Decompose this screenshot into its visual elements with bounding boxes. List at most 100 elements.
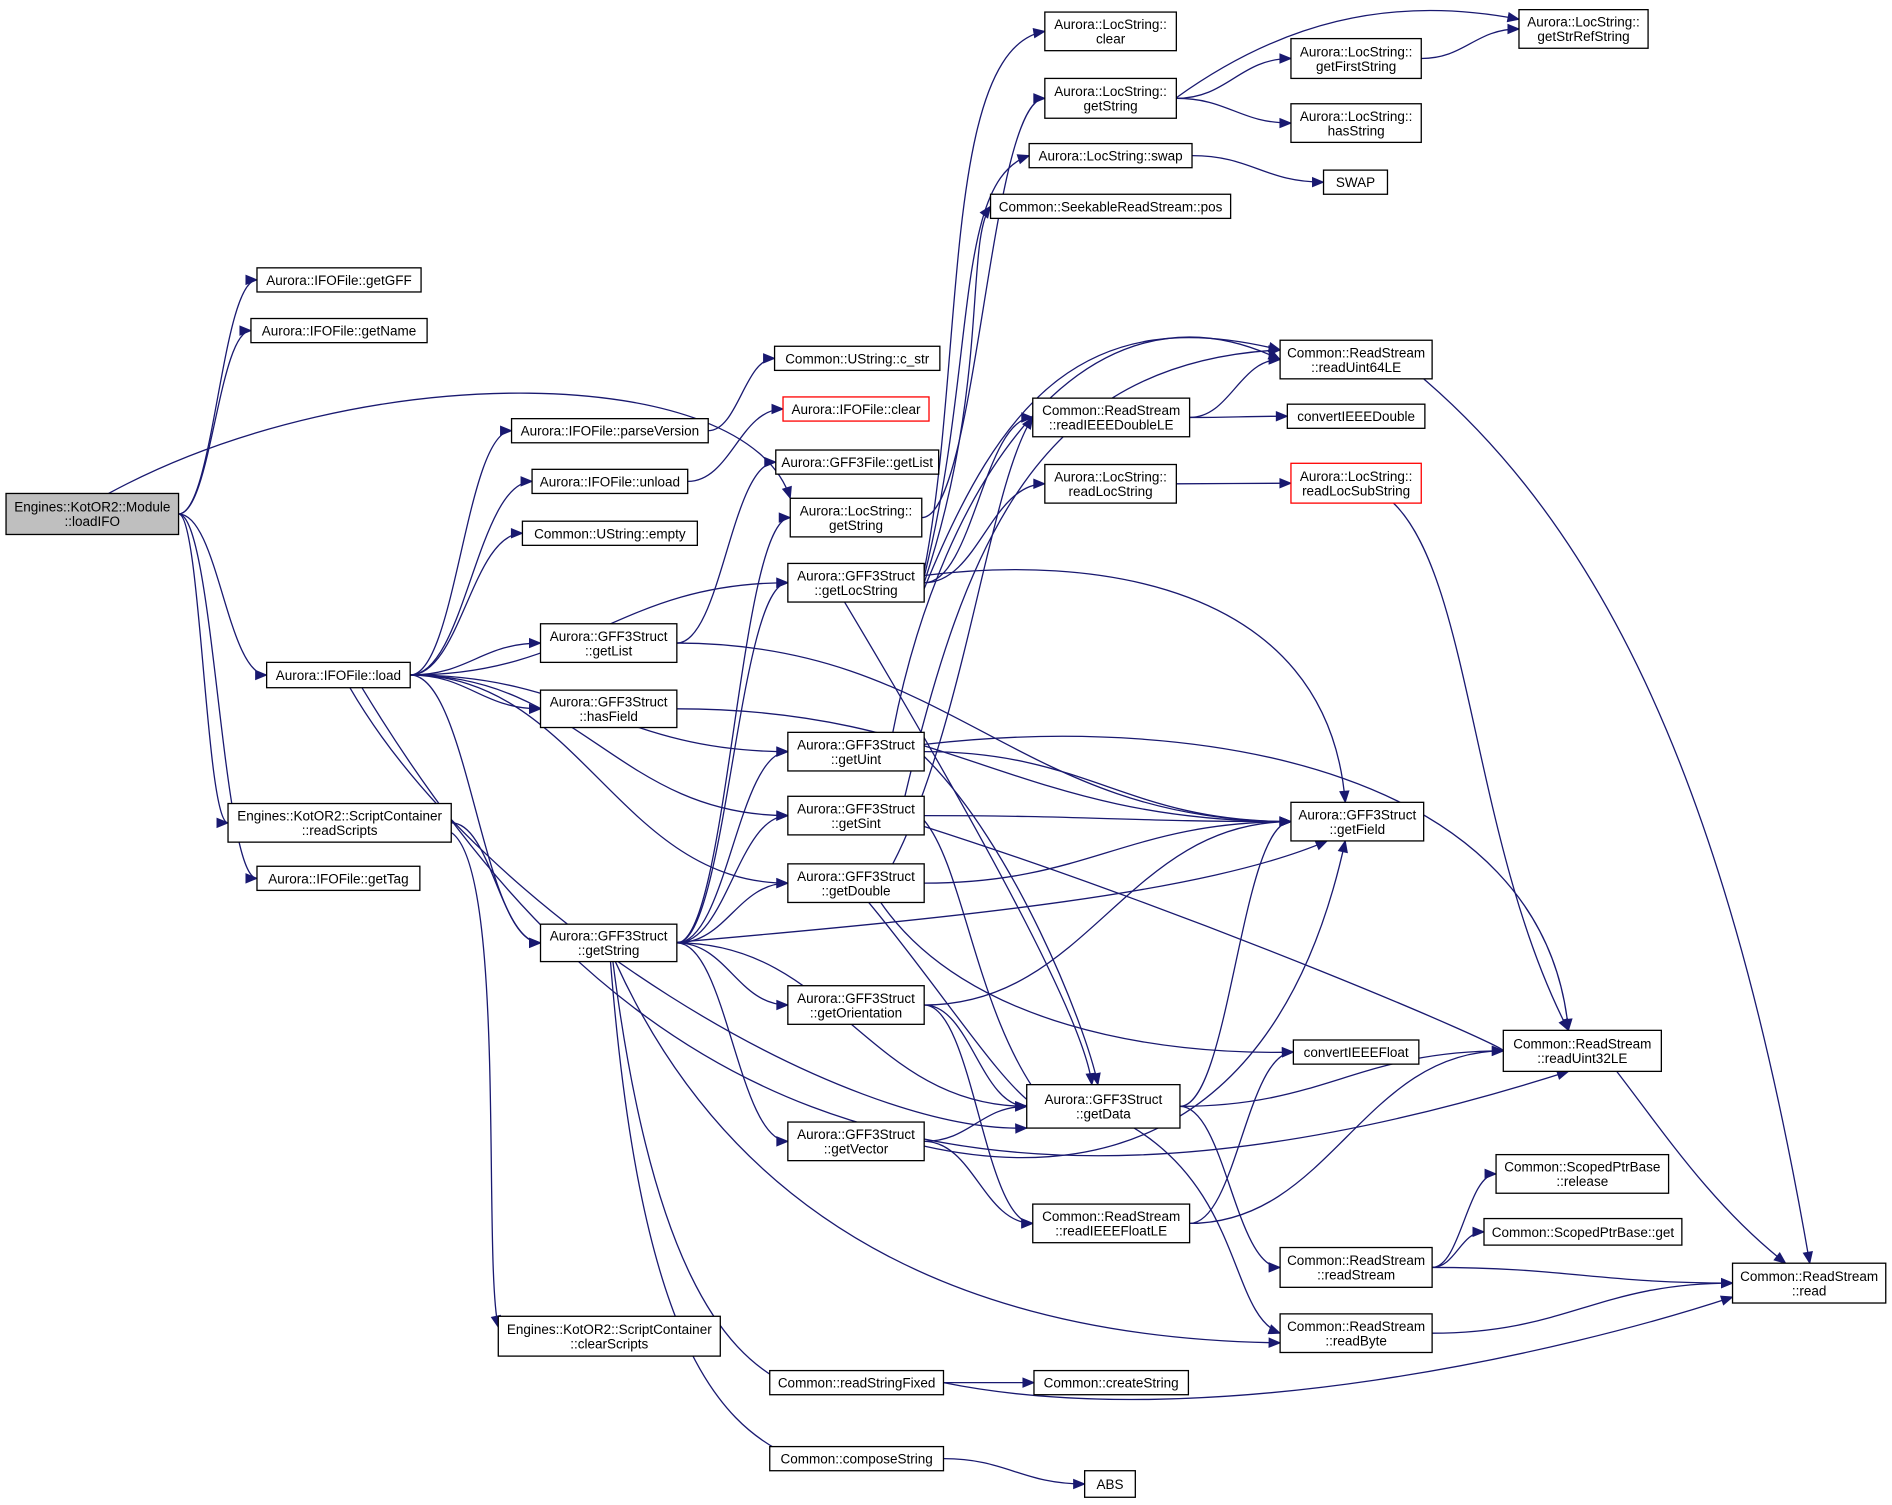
node-read-ieeedouble-le[interactable]: Common::ReadStream::readIEEEDoubleLE bbox=[1032, 397, 1191, 438]
node-box[interactable] bbox=[497, 1315, 721, 1357]
node-gs-get-data[interactable]: Aurora::GFF3Struct::getData bbox=[1026, 1083, 1181, 1129]
node-box[interactable] bbox=[787, 863, 925, 904]
node-ls-get-string-top[interactable]: Aurora::LocString::getString bbox=[1044, 77, 1177, 119]
node-has-string[interactable]: Aurora::LocString::hasString bbox=[1290, 103, 1422, 144]
node-ustr-empty[interactable]: Common::UString::empty bbox=[521, 520, 699, 546]
node-box[interactable] bbox=[5, 492, 180, 536]
node-box[interactable] bbox=[1032, 1203, 1191, 1244]
node-box[interactable] bbox=[1290, 801, 1425, 842]
node-ls-clear[interactable]: Aurora::LocString::clear bbox=[1044, 11, 1177, 52]
node-box[interactable] bbox=[1032, 397, 1191, 438]
node-gs-get-sint[interactable]: Aurora::GFF3Struct::getSint bbox=[787, 795, 925, 836]
node-load[interactable]: Aurora::IFOFile::load bbox=[265, 661, 411, 689]
node-read-ieeefloat-le[interactable]: Common::ReadStream::readIEEEFloatLE bbox=[1032, 1203, 1191, 1244]
node-gs-get-loc-string[interactable]: Aurora::GFF3Struct::getLocString bbox=[787, 562, 925, 603]
node-box[interactable] bbox=[539, 689, 678, 729]
node-sp-get[interactable]: Common::ScopedPtrBase::get bbox=[1483, 1217, 1683, 1246]
node-read-stream[interactable]: Common::ReadStream::readStream bbox=[1279, 1246, 1433, 1288]
node-srs-pos[interactable]: Common::SeekableReadStream::pos bbox=[989, 193, 1232, 220]
node-box[interactable] bbox=[227, 802, 452, 843]
node-box[interactable] bbox=[1322, 169, 1389, 195]
node-gs-get-uint[interactable]: Aurora::GFF3Struct::getUint bbox=[787, 731, 925, 772]
node-box[interactable] bbox=[539, 923, 678, 963]
node-box[interactable] bbox=[1028, 142, 1193, 169]
node-box[interactable] bbox=[1033, 1369, 1190, 1396]
node-read-uint64-le[interactable]: Common::ReadStream::readUint64LE bbox=[1279, 339, 1433, 380]
node-read-loc-sub-string[interactable]: Aurora::LocString::readLocSubString bbox=[1290, 462, 1422, 504]
node-box[interactable] bbox=[1292, 1039, 1420, 1065]
node-unload[interactable]: Aurora::IFOFile::unload bbox=[531, 468, 689, 495]
node-read-uint32-le[interactable]: Common::ReadStream::readUint32LE bbox=[1502, 1029, 1663, 1073]
node-box[interactable] bbox=[1083, 1470, 1136, 1498]
node-box[interactable] bbox=[1286, 403, 1426, 429]
node-box[interactable] bbox=[782, 396, 930, 422]
node-get-name[interactable]: Aurora::IFOFile::getName bbox=[250, 317, 428, 344]
node-get-gff[interactable]: Aurora::IFOFile::getGFF bbox=[256, 267, 422, 293]
node-box[interactable] bbox=[510, 418, 709, 444]
node-ifo-clear[interactable]: Aurora::IFOFile::clear bbox=[782, 396, 930, 422]
node-gs-get-orientation[interactable]: Aurora::GFF3Struct::getOrientation bbox=[787, 985, 925, 1025]
node-box[interactable] bbox=[1731, 1262, 1887, 1304]
node-box[interactable] bbox=[787, 731, 925, 772]
node-convert-ieeefloat[interactable]: convertIEEEFloat bbox=[1292, 1039, 1420, 1065]
node-box[interactable] bbox=[539, 623, 678, 664]
node-box[interactable] bbox=[775, 449, 940, 475]
node-swap-fn[interactable]: SWAP bbox=[1322, 169, 1389, 195]
node-abs[interactable]: ABS bbox=[1083, 1470, 1136, 1498]
node-box[interactable] bbox=[256, 267, 422, 293]
node-sp-release[interactable]: Common::ScopedPtrBase::release bbox=[1495, 1153, 1670, 1194]
node-box[interactable] bbox=[265, 661, 411, 689]
node-box[interactable] bbox=[1483, 1217, 1683, 1246]
node-box[interactable] bbox=[989, 193, 1232, 220]
node-box[interactable] bbox=[1290, 103, 1422, 144]
node-box[interactable] bbox=[1044, 463, 1177, 504]
node-box[interactable] bbox=[1495, 1153, 1670, 1194]
node-convert-ieeedouble[interactable]: convertIEEEDouble bbox=[1286, 403, 1426, 429]
node-get-str-ref-string[interactable]: Aurora::LocString::getStrRefString bbox=[1518, 9, 1649, 49]
node-create-string[interactable]: Common::createString bbox=[1033, 1369, 1190, 1396]
node-ls-read-loc-string[interactable]: Aurora::LocString::readLocString bbox=[1044, 463, 1177, 504]
node-box[interactable] bbox=[1290, 37, 1422, 80]
node-box[interactable] bbox=[1502, 1029, 1663, 1073]
node-box[interactable] bbox=[521, 520, 699, 546]
node-box[interactable] bbox=[256, 865, 421, 892]
node-box[interactable] bbox=[1290, 462, 1422, 504]
node-box[interactable] bbox=[1044, 11, 1177, 52]
node-box[interactable] bbox=[1044, 77, 1177, 119]
node-ls-get-string-mid[interactable]: Aurora::LocString::getString bbox=[789, 497, 923, 538]
node-cstr[interactable]: Common::UString::c_str bbox=[773, 345, 941, 372]
node-gs-get-vector[interactable]: Aurora::GFF3Struct::getVector bbox=[787, 1121, 925, 1162]
node-read-string-fixed[interactable]: Common::readStringFixed bbox=[769, 1369, 945, 1396]
node-box[interactable] bbox=[787, 795, 925, 836]
node-box[interactable] bbox=[1279, 1246, 1433, 1288]
node-box[interactable] bbox=[531, 468, 689, 495]
node-load-ifo[interactable]: Engines::KotOR2::Module::loadIFO bbox=[5, 492, 180, 536]
node-box[interactable] bbox=[787, 1121, 925, 1162]
node-gs-get-list[interactable]: Aurora::GFF3Struct::getList bbox=[539, 623, 678, 664]
node-parse-version[interactable]: Aurora::IFOFile::parseVersion bbox=[510, 418, 709, 444]
node-box[interactable] bbox=[789, 497, 923, 538]
node-read-scripts[interactable]: Engines::KotOR2::ScriptContainer::readSc… bbox=[227, 802, 452, 843]
node-box[interactable] bbox=[1279, 339, 1433, 380]
node-box[interactable] bbox=[1518, 9, 1649, 49]
node-gff-file-get-list[interactable]: Aurora::GFF3File::getList bbox=[775, 449, 940, 475]
node-box[interactable] bbox=[1026, 1083, 1181, 1129]
node-get-first-string[interactable]: Aurora::LocString::getFirstString bbox=[1290, 37, 1422, 80]
node-box[interactable] bbox=[773, 345, 941, 372]
node-box[interactable] bbox=[787, 562, 925, 603]
node-clear-scripts[interactable]: Engines::KotOR2::ScriptContainer::clearS… bbox=[497, 1315, 721, 1357]
node-box[interactable] bbox=[787, 985, 925, 1025]
node-gs-get-string[interactable]: Aurora::GFF3Struct::getString bbox=[539, 923, 678, 963]
node-gs-get-double[interactable]: Aurora::GFF3Struct::getDouble bbox=[787, 863, 925, 904]
node-ls-swap[interactable]: Aurora::LocString::swap bbox=[1028, 142, 1193, 169]
node-box[interactable] bbox=[250, 317, 428, 344]
node-get-tag[interactable]: Aurora::IFOFile::getTag bbox=[256, 865, 421, 892]
node-box[interactable] bbox=[769, 1445, 945, 1472]
node-compose-string[interactable]: Common::composeString bbox=[769, 1445, 945, 1472]
node-box[interactable] bbox=[769, 1369, 945, 1396]
node-read-byte[interactable]: Common::ReadStream::readByte bbox=[1279, 1313, 1433, 1354]
node-gs-get-field[interactable]: Aurora::GFF3Struct::getField bbox=[1290, 801, 1425, 842]
node-box[interactable] bbox=[1279, 1313, 1433, 1354]
node-gs-has-field[interactable]: Aurora::GFF3Struct::hasField bbox=[539, 689, 678, 729]
node-rs-read[interactable]: Common::ReadStream::read bbox=[1731, 1262, 1887, 1304]
